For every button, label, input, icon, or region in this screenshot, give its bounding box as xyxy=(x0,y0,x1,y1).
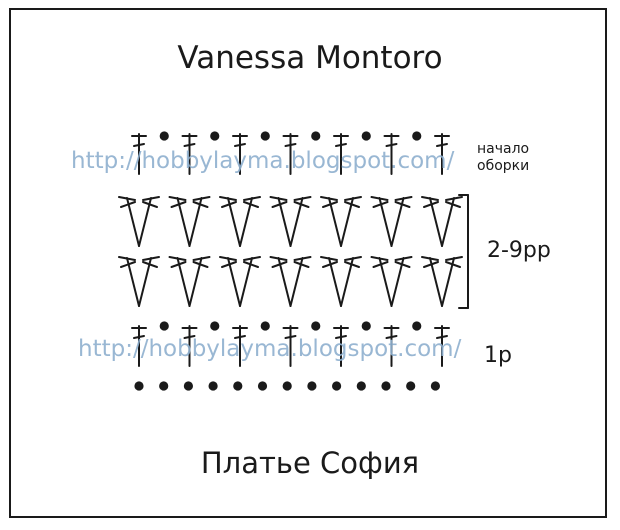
chain-stitch xyxy=(210,131,220,141)
chain-stitch xyxy=(183,381,193,391)
v-stitch xyxy=(118,196,160,247)
v-stitch xyxy=(219,256,261,307)
row-1-label: 1р xyxy=(484,343,512,368)
ruffle-start-label-line2: оборки xyxy=(477,158,530,174)
chain-stitch xyxy=(311,321,321,331)
chain-stitch xyxy=(233,381,243,391)
double-crochet-stitch xyxy=(131,133,147,175)
double-crochet-stitch xyxy=(333,133,349,175)
chain-stitch xyxy=(406,381,416,391)
chain-stitch xyxy=(361,131,371,141)
v-stitch xyxy=(370,256,413,307)
chain-stitch xyxy=(332,381,342,391)
v-stitch xyxy=(370,196,413,247)
double-crochet-stitch xyxy=(232,325,248,367)
ruffle-start-label-line1: начало xyxy=(477,141,530,157)
double-crochet-stitch xyxy=(181,325,198,367)
diagram-title: Vanessa Montoro xyxy=(177,40,443,76)
double-crochet-stitch xyxy=(434,133,450,175)
double-crochet-stitch xyxy=(383,325,400,367)
diagram-frame xyxy=(9,8,607,518)
v-stitch xyxy=(421,256,463,307)
chain-stitch xyxy=(282,381,292,391)
ruffle-start-label: начало оборки xyxy=(477,141,529,175)
double-crochet-stitch xyxy=(181,133,198,175)
diagram-subtitle: Платье София xyxy=(200,446,420,480)
v-stitch xyxy=(168,256,211,307)
v-stitch xyxy=(421,196,463,247)
chain-stitch xyxy=(208,381,218,391)
chain-stitch xyxy=(260,321,270,331)
v-stitch xyxy=(269,256,312,307)
double-crochet-stitch xyxy=(131,325,147,367)
chain-stitch xyxy=(361,321,371,331)
chain-stitch xyxy=(159,321,169,331)
chain-stitch xyxy=(430,381,440,391)
v-stitch xyxy=(320,196,362,247)
double-crochet-stitch xyxy=(282,133,299,175)
double-crochet-stitch xyxy=(232,133,248,175)
chain-stitch xyxy=(210,321,220,331)
double-crochet-stitch xyxy=(383,133,400,175)
chain-stitch xyxy=(356,381,366,391)
chain-stitch xyxy=(159,381,169,391)
chain-stitch xyxy=(260,131,270,141)
v-stitch xyxy=(320,256,362,307)
double-crochet-stitch xyxy=(333,325,349,367)
v-stitch xyxy=(269,196,312,247)
rows-range-label: 2-9рр xyxy=(487,238,551,263)
v-stitch xyxy=(118,256,160,307)
chain-stitch xyxy=(412,321,422,331)
v-stitch xyxy=(168,196,211,247)
chain-stitch xyxy=(257,381,268,391)
watermark-top: http://hobbylayma.blogspot.com/ xyxy=(71,148,455,174)
double-crochet-stitch xyxy=(282,325,299,367)
chain-stitch xyxy=(134,381,144,391)
chain-stitch xyxy=(311,131,321,141)
chain-stitch xyxy=(307,381,317,391)
chain-stitch xyxy=(159,131,169,141)
chain-stitch xyxy=(412,131,422,141)
chain-stitch xyxy=(381,381,391,391)
v-stitch xyxy=(219,196,261,247)
double-crochet-stitch xyxy=(434,325,450,367)
watermark-bottom: http://hobbylayma.blogspot.com/ xyxy=(78,336,462,362)
